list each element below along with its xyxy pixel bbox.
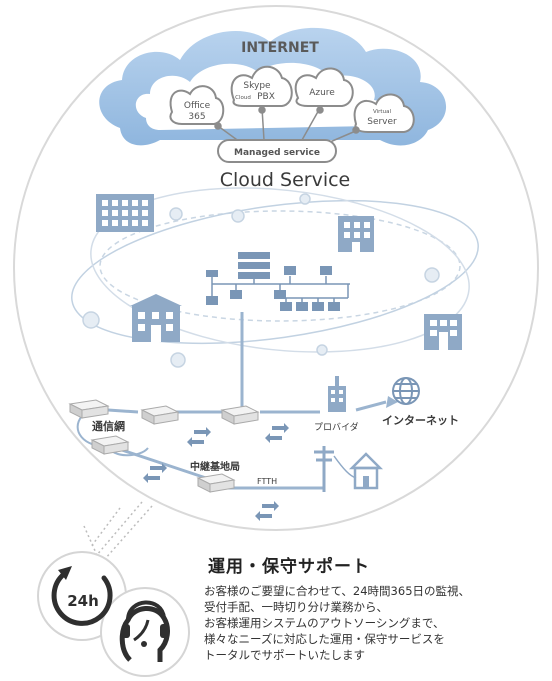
provider-building-icon bbox=[328, 376, 346, 412]
cloud-connectors bbox=[214, 106, 360, 143]
managed-service-label: Managed service bbox=[234, 148, 320, 158]
building-icon-lower-right bbox=[424, 314, 462, 350]
orbits bbox=[71, 187, 479, 353]
support-line: 様々なニーズに対応した運用・保守サービスを bbox=[204, 632, 445, 646]
relay-station-label: 中継基地局 bbox=[190, 460, 240, 473]
headset-operator-icon bbox=[119, 600, 170, 662]
cloud-label: Office bbox=[184, 101, 211, 111]
cloud-small-label: Cloud bbox=[235, 95, 251, 101]
cloud-office365: Office 365 bbox=[169, 85, 225, 125]
cloud-small-label: Virtual bbox=[373, 109, 391, 115]
clock-24h-icon: 24h bbox=[51, 566, 113, 626]
exchange-arrows-icon bbox=[143, 463, 167, 483]
cloud-azure: Azure bbox=[294, 67, 354, 107]
support-line: トータルでサポートいたします bbox=[204, 648, 365, 662]
building-icon-right bbox=[338, 216, 374, 252]
building-icon-large bbox=[96, 194, 154, 232]
router-box bbox=[68, 399, 110, 419]
cloud-skype-pbx: Skype Cloud PBX bbox=[230, 65, 293, 107]
globe-icon bbox=[392, 377, 420, 405]
router-box bbox=[90, 435, 130, 455]
exchange-arrows-icon bbox=[255, 501, 279, 521]
lan-network-icon bbox=[206, 252, 350, 311]
cloud-virtual-server: Virtual Server bbox=[353, 93, 415, 133]
cloud-label: Azure bbox=[309, 88, 335, 98]
house-icon bbox=[348, 452, 384, 490]
cloud-label: Server bbox=[367, 117, 397, 127]
cloud-label: Skype bbox=[243, 81, 271, 91]
relay-station-box bbox=[196, 473, 236, 493]
cloud-label: 365 bbox=[188, 112, 205, 122]
support-description: お客様のご要望に合わせて、24時間365日の監視、 受付手配、一時切り分け業務か… bbox=[204, 583, 549, 663]
internet-jp-label: インターネット bbox=[382, 414, 459, 427]
provider-label: プロバイダ bbox=[314, 421, 359, 433]
support-line: お客様運用システムのアウトソーシングまで、 bbox=[204, 616, 445, 630]
building-icon-left bbox=[130, 294, 182, 342]
support-beam bbox=[83, 501, 153, 563]
exchange-arrows-icon bbox=[187, 427, 211, 447]
support-title: 運用・保守サポート bbox=[208, 557, 370, 577]
managed-service-pill bbox=[217, 139, 337, 163]
support-line: お客様のご要望に合わせて、24時間365日の監視、 bbox=[204, 584, 471, 598]
router-box bbox=[220, 405, 260, 425]
exchange-arrows-icon bbox=[265, 423, 289, 443]
cloud-label: PBX bbox=[257, 92, 275, 102]
orbit-nodes bbox=[82, 193, 440, 368]
support-line: 受付手配、一時切り分け業務から、 bbox=[204, 600, 388, 614]
ftth-label: FTTH bbox=[257, 477, 277, 486]
router-box bbox=[140, 405, 180, 425]
arrow-right-icon bbox=[386, 396, 398, 408]
badge-24h-text: 24h bbox=[67, 592, 99, 610]
internet-title: INTERNET bbox=[241, 40, 319, 56]
cloud-service-label: Cloud Service bbox=[220, 169, 351, 191]
tsushinmo-label: 通信網 bbox=[92, 419, 125, 433]
